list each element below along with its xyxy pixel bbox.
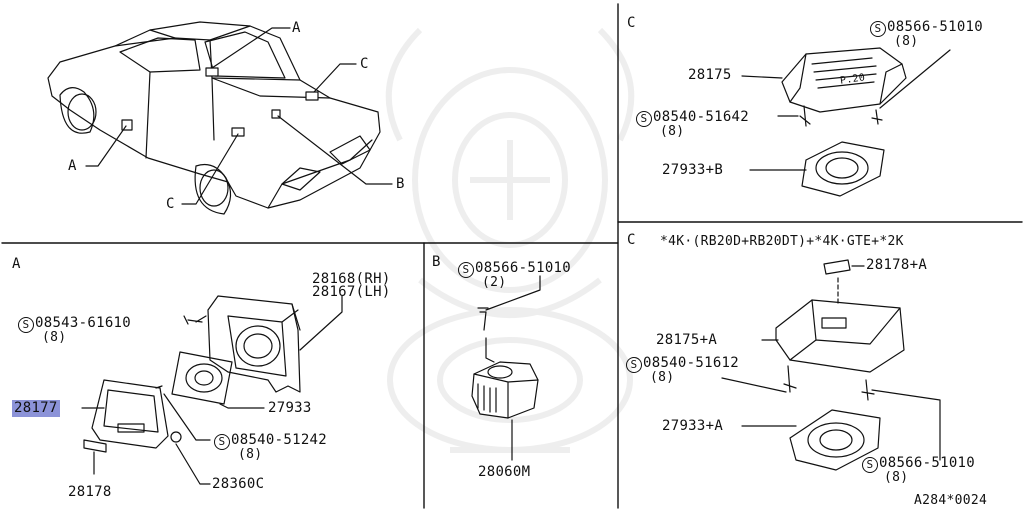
s-symbol: S	[636, 111, 652, 127]
panel-a-title: A	[12, 256, 21, 272]
screw-08566-51010-ct-qty: (8)	[894, 34, 919, 49]
panel-b-title: B	[432, 254, 441, 270]
speaker-27933b-label: 27933+B	[662, 162, 724, 178]
panel-c-top-artwork	[781, 47, 907, 197]
grille-28177-label[interactable]: 28177	[12, 400, 60, 417]
car-label-c-upper: C	[360, 56, 369, 72]
panel-a-artwork	[83, 295, 301, 453]
screw-08566-51010-cb-qty: (8)	[884, 470, 909, 485]
s-symbol: S	[214, 434, 230, 450]
applicability-note: *4K·(RB20D+RB20DT)+*4K·GTE+*2K	[660, 234, 904, 249]
speaker-27933a-label: 27933+A	[662, 418, 724, 434]
grille-insert-28178a-label: 28178+A	[866, 257, 928, 273]
panel-c-bottom-artwork	[775, 259, 905, 471]
screw-08543-61610-qty: (8)	[42, 330, 67, 345]
screw-08540-51242-qty: (8)	[238, 447, 263, 462]
cover-28175a-label: 28175+A	[656, 332, 718, 348]
screw-08540-51612-qty: (8)	[650, 370, 675, 385]
bracket-rh-label: 28168(RH)	[312, 271, 391, 287]
cover-28175-label: 28175	[688, 67, 732, 83]
car-label-c-lower: C	[166, 196, 175, 212]
car-label-b: B	[396, 176, 405, 192]
car-label-a-lower: A	[68, 158, 77, 174]
car-illustration	[47, 21, 381, 215]
screw-08566-51010-b-qty: (2)	[482, 275, 507, 290]
s-symbol: S	[458, 262, 474, 278]
panel-c-top-title: C	[627, 15, 636, 31]
figure-code: A284*0024	[914, 493, 988, 508]
s-symbol: S	[626, 357, 642, 373]
panel-b-artwork	[471, 307, 539, 419]
panel-c-bottom-title: C	[627, 232, 636, 248]
speaker-27933-label: 27933	[268, 400, 312, 416]
screw-08540-51642-qty: (8)	[660, 124, 685, 139]
s-symbol: S	[870, 21, 886, 37]
s-symbol: S	[18, 317, 34, 333]
amplifier-28060m-label: 28060M	[478, 464, 531, 480]
bracket-lh-label: 28167(LH)	[312, 284, 391, 300]
s-symbol: S	[862, 457, 878, 473]
watermark-emblem	[385, 27, 635, 453]
cover-28178-label: 28178	[68, 484, 112, 500]
car-label-a-upper: A	[292, 20, 301, 36]
washer-28360c-label: 28360C	[212, 476, 265, 492]
